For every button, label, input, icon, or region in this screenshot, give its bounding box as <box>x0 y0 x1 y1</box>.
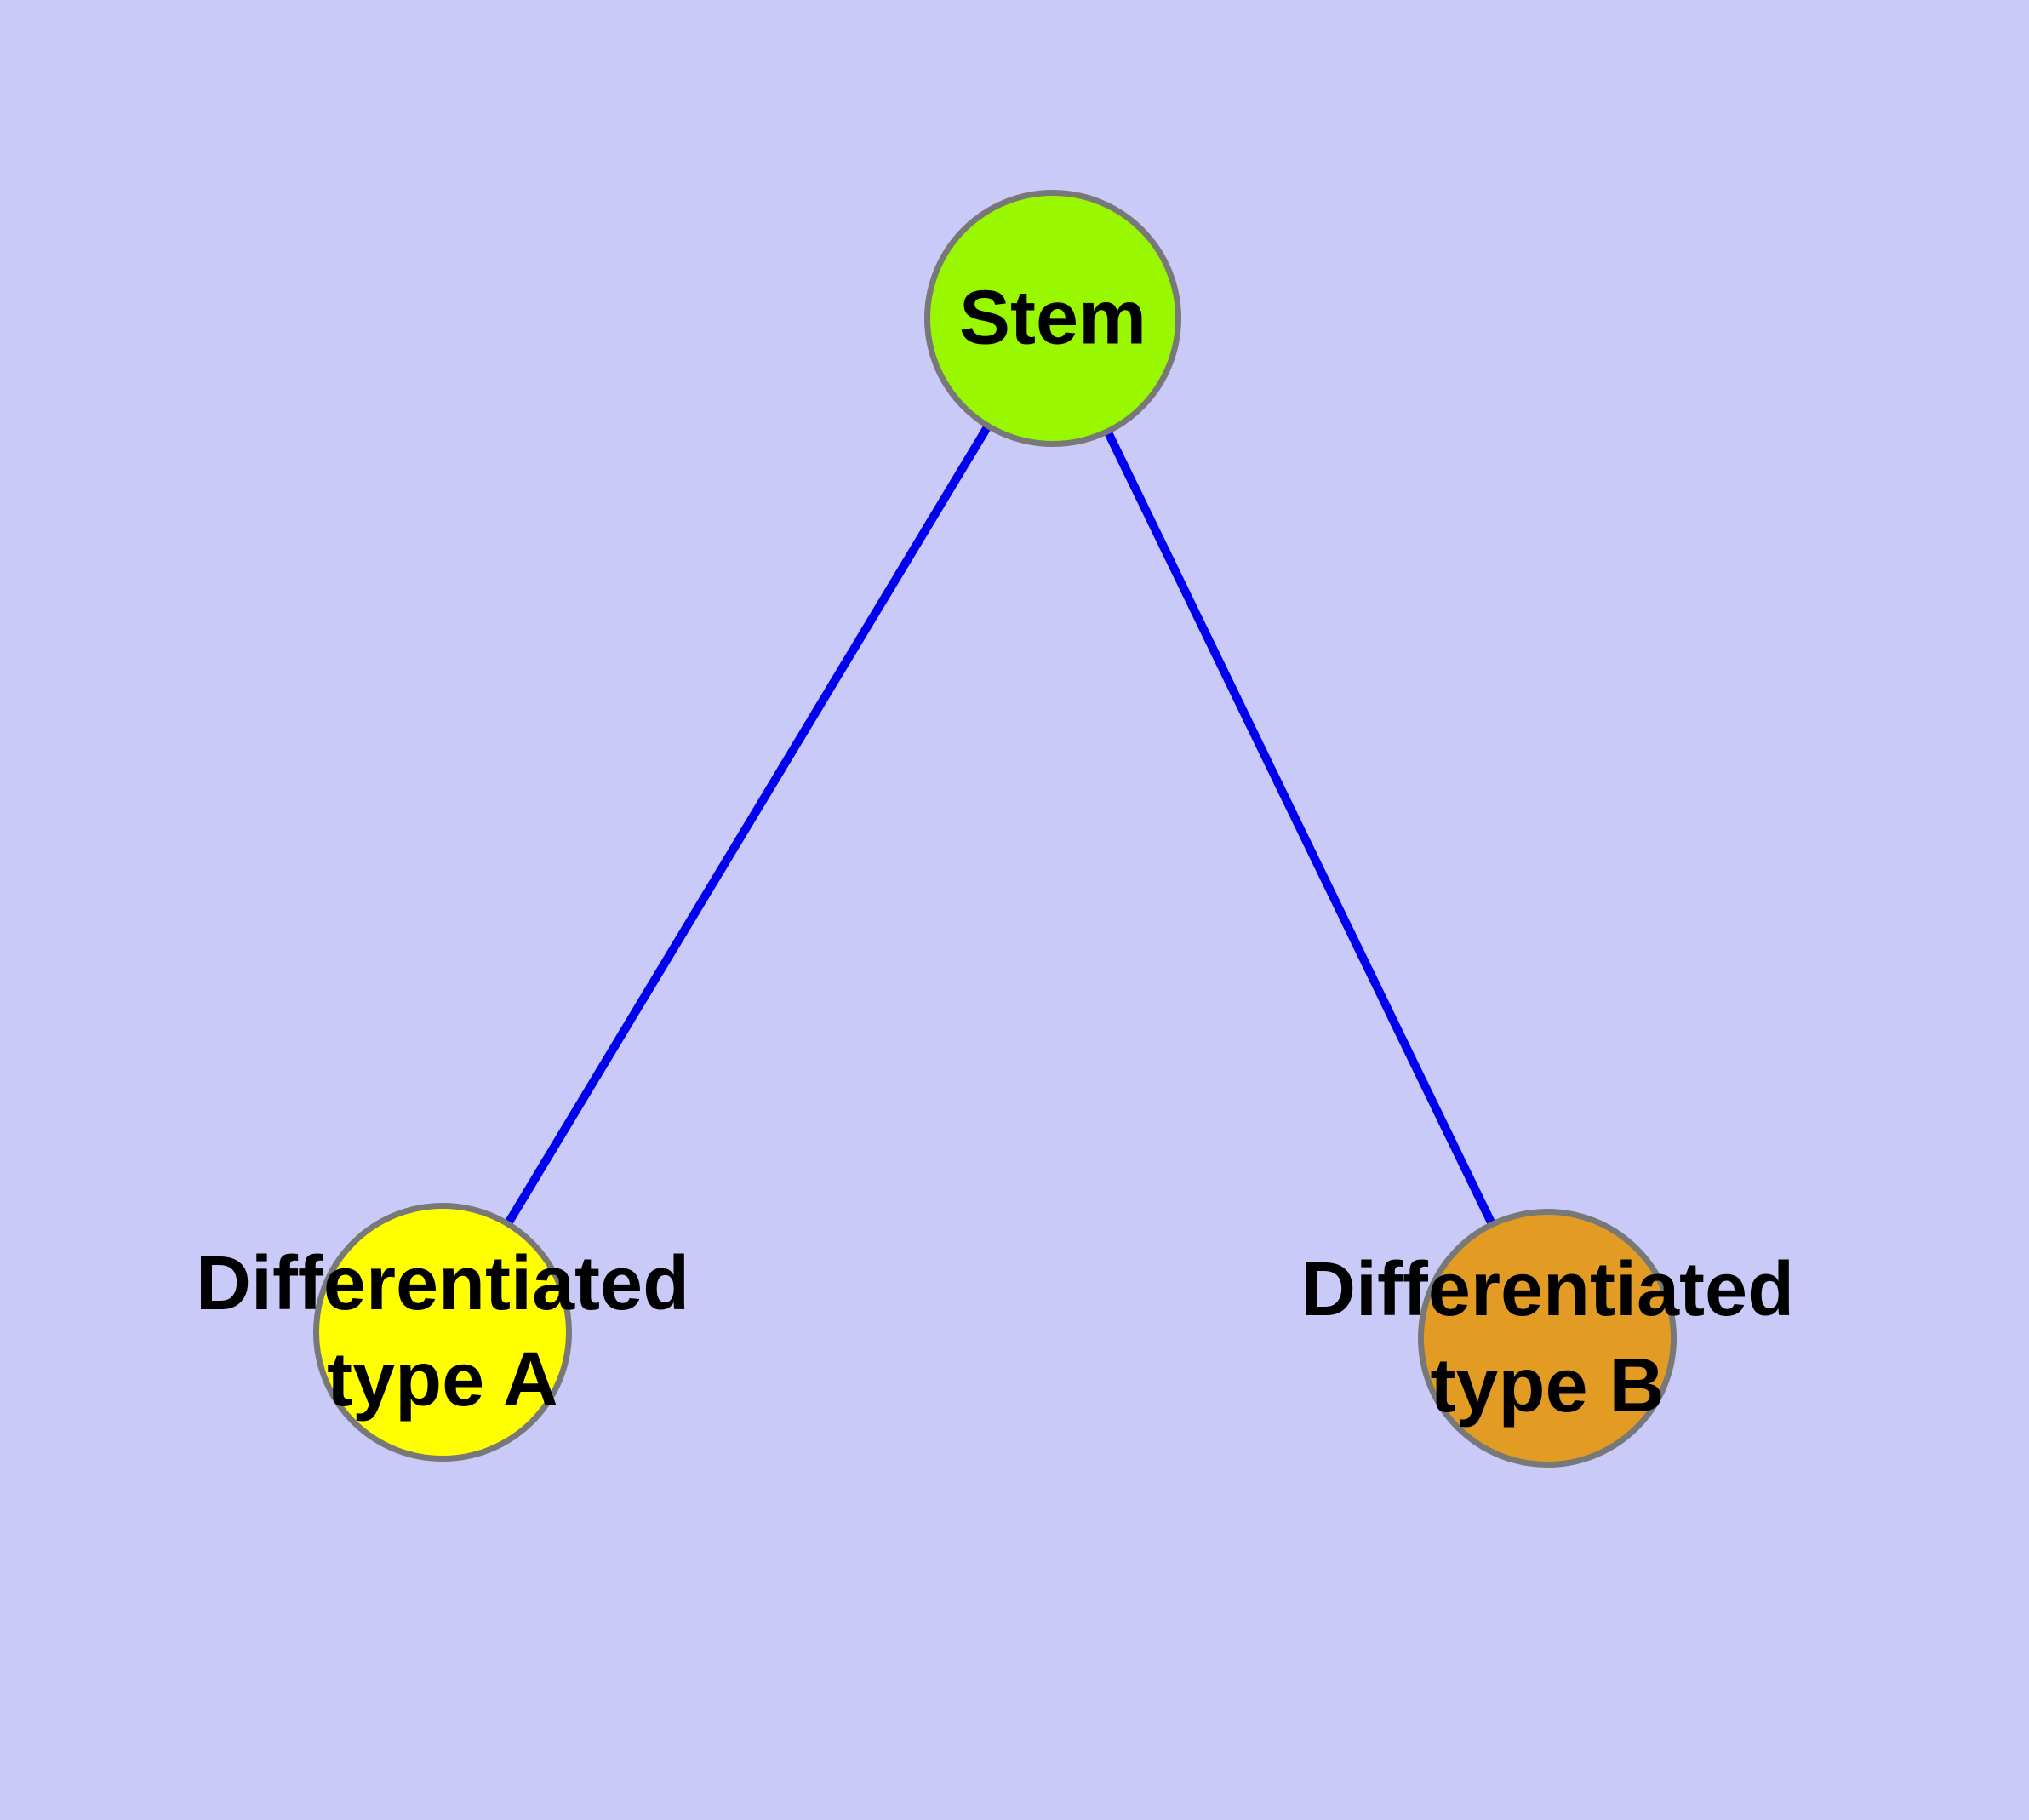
edge-stem-type-a <box>438 316 1057 1335</box>
edge-stem-type-b <box>1049 316 1552 1341</box>
node-differentiated-type-a <box>313 1203 572 1462</box>
node-differentiated-type-b <box>1418 1209 1677 1468</box>
node-stem <box>924 190 1181 447</box>
